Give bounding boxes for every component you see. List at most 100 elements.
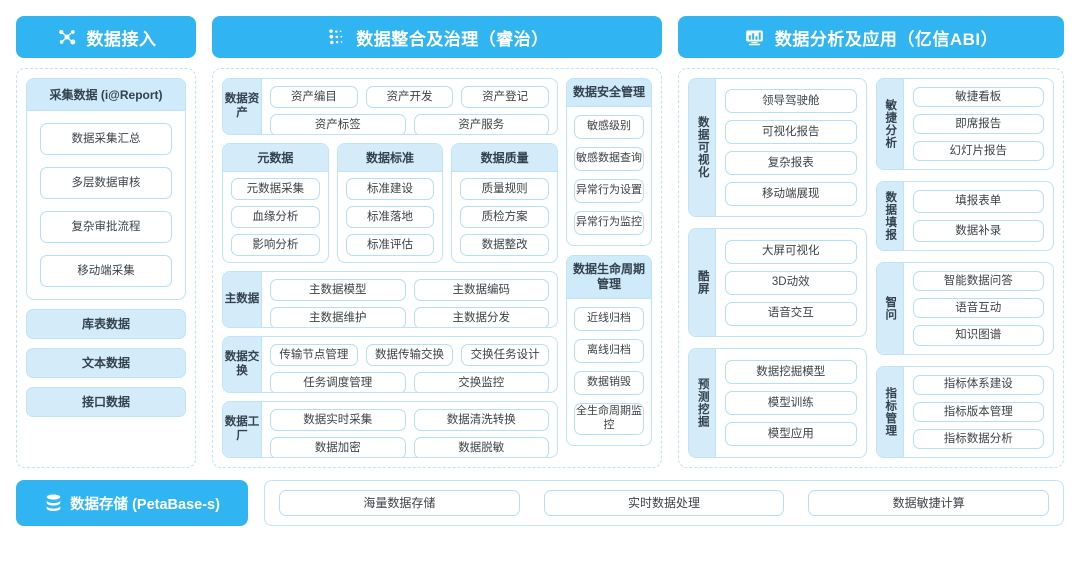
list-item[interactable]: 语音互动	[912, 298, 1044, 319]
group-label: 智问	[884, 295, 897, 321]
list-item[interactable]: 可视化报告	[725, 119, 857, 144]
source-item-text[interactable]: 文本数据	[26, 348, 186, 378]
group-label: 数据工厂	[223, 402, 262, 457]
list-item[interactable]: 数据脱敏	[413, 437, 549, 457]
list-item[interactable]: 复杂审批流程	[40, 211, 172, 243]
list-item[interactable]: 数据补录	[912, 219, 1044, 243]
list-item[interactable]: 资产标签	[270, 114, 406, 134]
header-title: 数据分析及应用（亿信ABI）	[774, 29, 999, 49]
list-item[interactable]: 标准落地	[345, 206, 435, 228]
columns-row: 采集数据 (i@Report) 数据采集汇总 多层数据审核 复杂审批流程 移动端…	[16, 68, 1064, 468]
list-item[interactable]: 指标体系建设	[912, 374, 1044, 395]
header-title: 数据整合及治理（睿治）	[356, 29, 549, 49]
list-item[interactable]: 多层数据审核	[40, 167, 172, 199]
list-item[interactable]: 交换监控	[413, 372, 549, 392]
analysis-right-column: 敏捷分析 敏捷看板 即席报告 幻灯片报告 数据填报 填报表单	[875, 78, 1054, 459]
storage-panel: 海量数据存储 实时数据处理 数据敏捷计算	[264, 480, 1064, 526]
card-title: 采集数据 (i@Report)	[27, 79, 185, 111]
list-item[interactable]: 敏感级别	[574, 115, 644, 139]
list-item[interactable]: 移动端展现	[725, 181, 857, 206]
storage-item[interactable]: 数据敏捷计算	[808, 490, 1050, 516]
list-item[interactable]: 知识图谱	[912, 325, 1044, 346]
storage-item[interactable]: 海量数据存储	[279, 490, 520, 516]
list-item[interactable]: 数据采集汇总	[40, 123, 172, 155]
list-item[interactable]: 敏感数据查询	[574, 147, 644, 171]
list-item[interactable]: 质量规则	[460, 178, 550, 200]
list-item[interactable]: 离线归档	[574, 339, 644, 363]
list-item[interactable]: 主数据分发	[413, 307, 549, 327]
analysis-left-column: 数据可视化 领导驾驶舱 可视化报告 复杂报表 移动端展现 酷屏	[688, 78, 867, 458]
list-item[interactable]: 即席报告	[912, 114, 1044, 135]
source-item-table[interactable]: 库表数据	[26, 309, 186, 339]
list-item[interactable]: 交换任务设计	[461, 344, 550, 366]
list-item[interactable]: 任务调度管理	[270, 372, 406, 392]
list-item[interactable]: 数据清洗转换	[413, 409, 549, 431]
card-collect-data: 采集数据 (i@Report) 数据采集汇总 多层数据审核 复杂审批流程 移动端…	[26, 78, 186, 300]
group-label: 主数据	[223, 272, 262, 327]
card-title: 数据质量	[452, 144, 558, 172]
card-data-quality: 数据质量 质量规则 质检方案 数据整改	[451, 143, 559, 263]
list-item[interactable]: 异常行为设置	[574, 179, 644, 203]
list-item[interactable]: 大屏可视化	[725, 239, 857, 264]
group-predictive-mining: 预测挖掘 数据挖掘模型 模型训练 模型应用	[688, 348, 867, 458]
list-item[interactable]: 标准建设	[345, 178, 435, 200]
list-item[interactable]: 数据整改	[460, 234, 550, 256]
source-item-api[interactable]: 接口数据	[26, 387, 186, 417]
list-item[interactable]: 数据加密	[270, 437, 406, 457]
group-metric-management: 指标管理 指标体系建设 指标版本管理 指标数据分析	[875, 365, 1054, 459]
header-title: 数据接入	[86, 29, 157, 49]
list-item[interactable]: 资产登记	[461, 86, 550, 108]
header-data-access[interactable]: 数据接入	[16, 16, 196, 58]
list-item[interactable]: 资产服务	[413, 114, 549, 134]
list-item[interactable]: 全生命周期监控	[574, 403, 644, 435]
list-item[interactable]: 复杂报表	[725, 150, 857, 175]
list-item[interactable]: 近线归档	[574, 307, 644, 331]
list-item[interactable]: 血缘分析	[231, 206, 320, 228]
group-data-visualization: 数据可视化 领导驾驶舱 可视化报告 复杂报表 移动端展现	[688, 78, 867, 217]
list-item[interactable]: 模型训练	[725, 391, 857, 416]
list-item[interactable]: 标准评估	[345, 234, 435, 256]
list-item[interactable]: 元数据采集	[231, 178, 320, 200]
list-item[interactable]: 幻灯片报告	[912, 141, 1044, 162]
list-item[interactable]: 质检方案	[460, 206, 550, 228]
storage-badge[interactable]: 数据存储 (PetaBase-s)	[16, 480, 248, 526]
list-item[interactable]: 数据实时采集	[270, 409, 406, 431]
list-item[interactable]: 3D动效	[725, 270, 857, 295]
list-item[interactable]: 智能数据问答	[912, 271, 1044, 292]
list-item[interactable]: 资产编目	[270, 86, 358, 108]
list-item[interactable]: 语音交互	[725, 301, 857, 326]
list-item[interactable]: 移动端采集	[40, 255, 172, 287]
group-label-wrap: 酷屏	[689, 228, 716, 337]
panel-data-access: 采集数据 (i@Report) 数据采集汇总 多层数据审核 复杂审批流程 移动端…	[16, 68, 196, 468]
storage-item[interactable]: 实时数据处理	[543, 490, 785, 516]
list-item[interactable]: 模型应用	[725, 422, 857, 447]
group-label: 酷屏	[696, 270, 709, 296]
group-label: 指标管理	[884, 386, 897, 437]
list-item[interactable]: 影响分析	[231, 234, 320, 256]
header-data-governance[interactable]: 数据整合及治理（睿治）	[212, 16, 662, 58]
storage-badge-title: 数据存储 (PetaBase-s)	[70, 496, 220, 513]
list-item[interactable]: 指标数据分析	[912, 428, 1044, 450]
list-item[interactable]: 主数据维护	[270, 307, 406, 327]
panel-data-governance: 数据资产 资产编目 资产开发 资产登记 资产标签 资产服务	[212, 68, 662, 468]
monitor-chart-icon	[744, 26, 766, 48]
group-master-data: 主数据 主数据模型 主数据编码 主数据维护 主数据分发	[222, 271, 558, 328]
list-item[interactable]: 敏捷看板	[912, 87, 1044, 108]
list-item[interactable]: 主数据编码	[413, 279, 549, 301]
list-item[interactable]: 数据挖掘模型	[725, 360, 857, 385]
card-data-lifecycle: 数据生命周期管理 近线归档 离线归档 数据销毁 全生命周期监控	[566, 255, 652, 446]
list-item[interactable]: 填报表单	[912, 190, 1044, 213]
card-title: 数据安全管理	[567, 79, 651, 107]
list-item[interactable]: 数据销毁	[574, 371, 644, 395]
group-smart-qa: 智问 智能数据问答 语音互动 知识图谱	[875, 262, 1054, 355]
list-item[interactable]: 传输节点管理	[270, 344, 358, 366]
header-data-analysis[interactable]: 数据分析及应用（亿信ABI）	[678, 16, 1064, 58]
list-item[interactable]: 资产开发	[365, 86, 454, 108]
list-item[interactable]: 主数据模型	[270, 279, 406, 301]
list-item[interactable]: 数据传输交换	[365, 344, 454, 366]
list-item[interactable]: 异常行为监控	[574, 211, 644, 235]
list-item[interactable]: 指标版本管理	[912, 401, 1044, 422]
group-label-wrap: 预测挖掘	[689, 349, 716, 457]
group-label-wrap: 数据可视化	[689, 79, 716, 216]
list-item[interactable]: 领导驾驶舱	[725, 88, 857, 113]
